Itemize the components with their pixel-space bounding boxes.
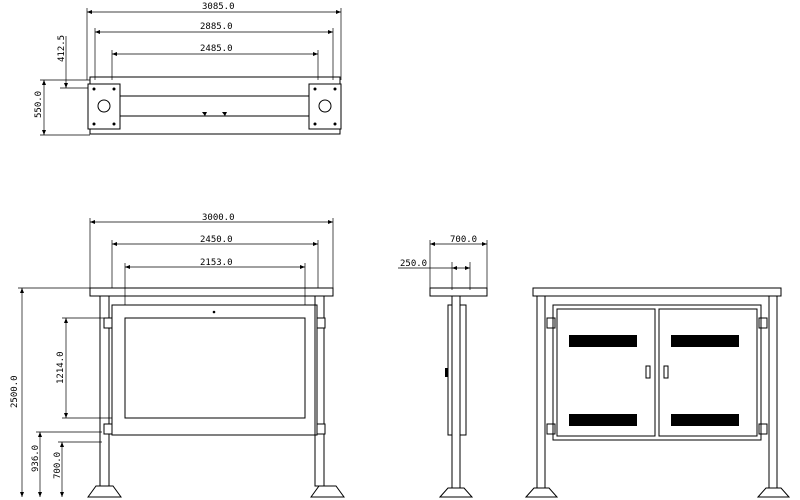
plan-dim-overall: 3085.0 — [202, 2, 235, 12]
side-view: 700.0 250.0 — [398, 235, 488, 498]
back-door-left — [556, 308, 656, 437]
handle-icon — [663, 365, 669, 379]
handle-icon — [645, 365, 651, 379]
plan-view: 3085.0 2885.0 2485.0 412.5 550.0 — [34, 2, 342, 136]
front-view: 3000.0 2450.0 2153.0 2500.0 1214.0 936.0 — [10, 213, 345, 498]
front-dim-width: 3000.0 — [202, 213, 235, 223]
plan-dim-inner: 2485.0 — [200, 44, 233, 54]
front-dim-base: 700.0 — [53, 452, 63, 479]
front-dim-lower: 936.0 — [31, 445, 41, 472]
front-dim-height: 2500.0 — [10, 375, 20, 408]
front-dim-panel: 2153.0 — [200, 258, 233, 268]
plan-dim-depth: 550.0 — [34, 91, 44, 118]
side-dim-depth: 700.0 — [450, 235, 477, 245]
back-door-right — [658, 308, 758, 437]
back-view — [524, 287, 791, 498]
plan-dim-middle: 2885.0 — [200, 22, 233, 32]
plan-dim-depth-offset: 412.5 — [57, 35, 67, 62]
side-dim-offset: 250.0 — [400, 259, 427, 269]
front-dim-posts: 2450.0 — [200, 235, 233, 245]
front-dim-panel-height: 1214.0 — [56, 351, 66, 384]
